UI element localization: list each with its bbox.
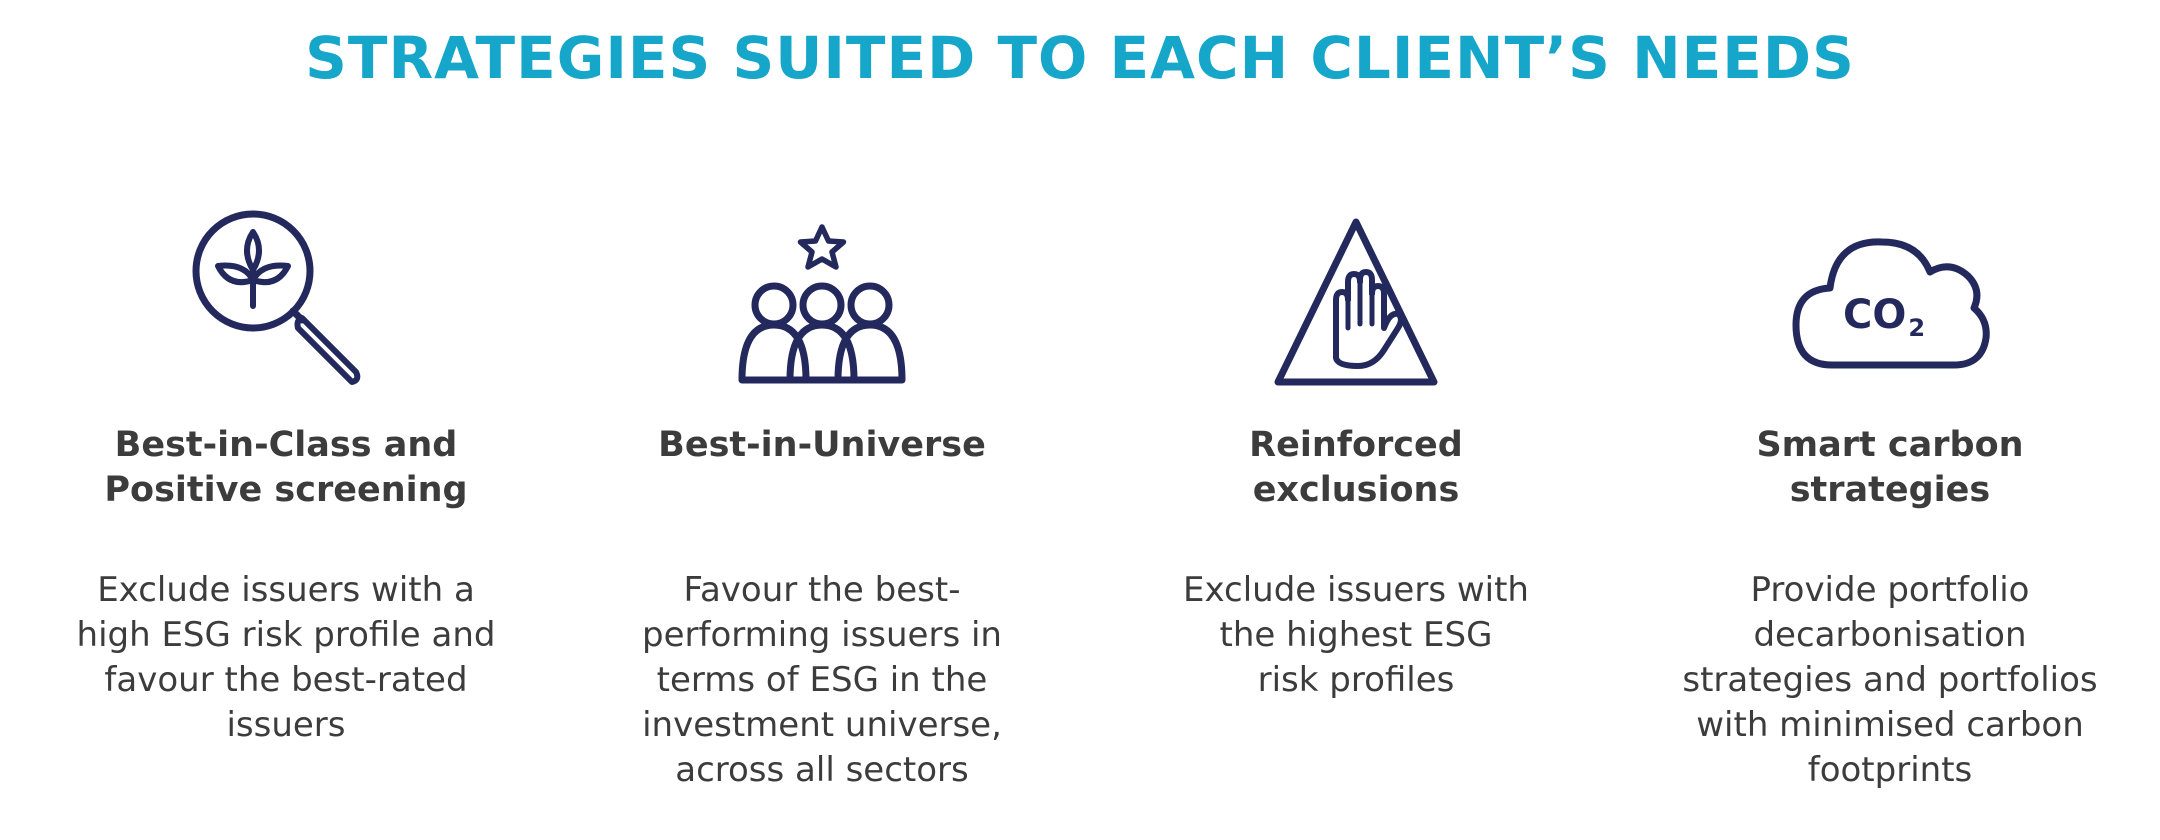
description-line: terms of ESG in the [656,660,988,700]
strategy-description: Provide portfolio decarbonisation strate… [1640,568,2140,793]
description-line: high ESG risk profile and [76,615,496,655]
description-line: Favour the best- [683,570,961,610]
description-line: favour the best-rated [104,660,468,700]
strategy-heading: Best-in-Universe [572,423,1072,468]
description-line: performing issuers in [642,615,1002,655]
warning-hand-icon [1274,218,1438,386]
strategy-description: Exclude issuers with the highest ESG ris… [1106,568,1606,703]
description-line: Provide portfolio [1750,570,2030,610]
description-line: issuers [226,705,346,745]
strategy-heading: Best-in-Class and Positive screening [36,423,536,513]
description-line: strategies and portfolios [1682,660,2098,700]
heading-line: strategies [1789,470,1991,510]
description-line: Exclude issuers with a [97,570,475,610]
description-line: risk profiles [1257,660,1455,700]
magnifier-leaf-icon [192,210,361,385]
heading-line: Best-in-Universe [658,425,986,465]
strategy-heading: Reinforced exclusions [1106,423,1606,513]
co2-text: CO2 [1843,292,1925,342]
strategy-description: Exclude issuers with a high ESG risk pro… [36,568,536,748]
people-star-icon [738,224,906,384]
description-line: with minimised carbon [1696,705,2084,745]
description-line: investment universe, [642,705,1002,745]
description-line: the highest ESG [1219,615,1493,655]
heading-line: Positive screening [104,470,468,510]
description-line: footprints [1807,750,1973,790]
strategy-heading: Smart carbon strategies [1640,423,2140,513]
heading-line: Reinforced [1249,425,1463,465]
description-line: Exclude issuers with [1183,570,1529,610]
description-line: across all sectors [675,750,969,790]
page-title: STRATEGIES SUITED TO EACH CLIENT’S NEEDS [305,24,1855,92]
description-line: decarbonisation [1753,615,2027,655]
heading-line: exclusions [1252,470,1460,510]
strategy-description: Favour the best- performing issuers in t… [572,568,1072,793]
heading-line: Smart carbon [1756,425,2024,465]
co2-cloud-icon: CO2 [1792,238,1990,369]
heading-line: Best-in-Class and [114,425,458,465]
